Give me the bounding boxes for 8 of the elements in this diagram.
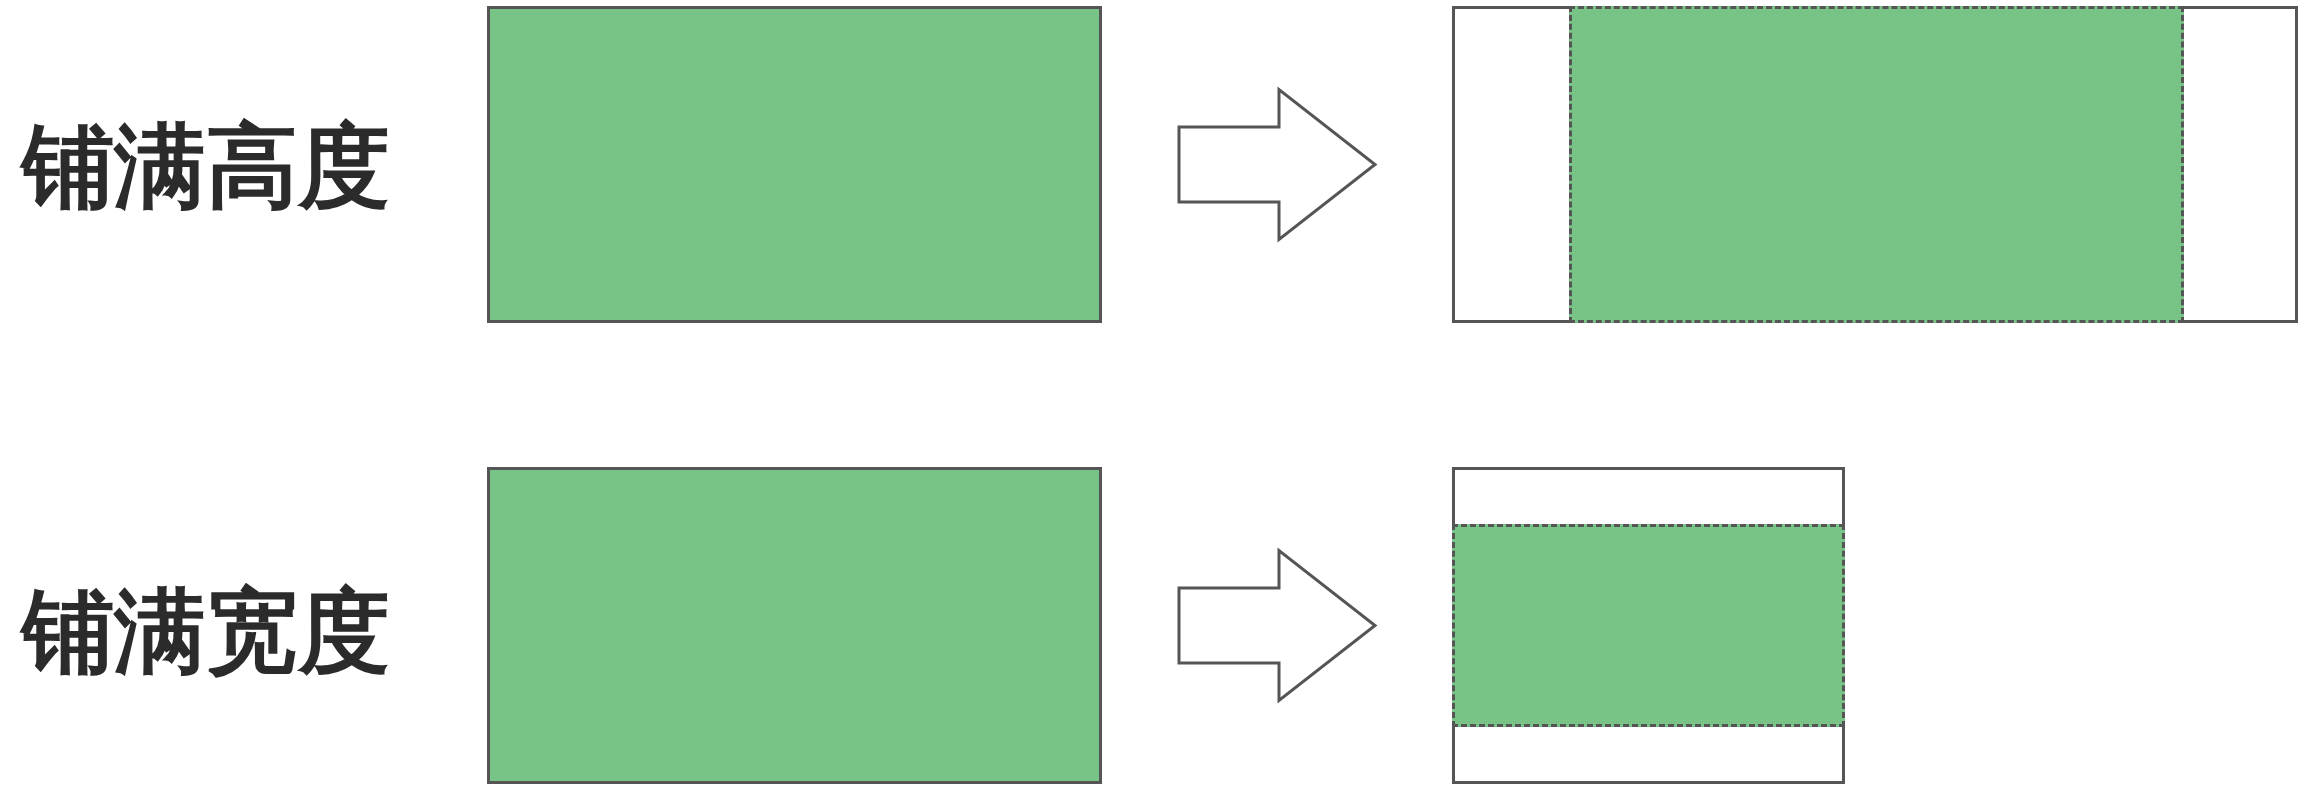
block-arrow bbox=[1177, 86, 1378, 243]
filled-rectangle bbox=[487, 6, 1102, 323]
outlined-frame bbox=[1452, 6, 2298, 323]
filled-rectangle bbox=[487, 467, 1102, 784]
block-arrow bbox=[1177, 547, 1378, 704]
outlined-frame bbox=[1452, 467, 1845, 784]
dashed-filled-rectangle bbox=[1569, 6, 2184, 323]
dashed-filled-rectangle bbox=[1452, 524, 1845, 727]
